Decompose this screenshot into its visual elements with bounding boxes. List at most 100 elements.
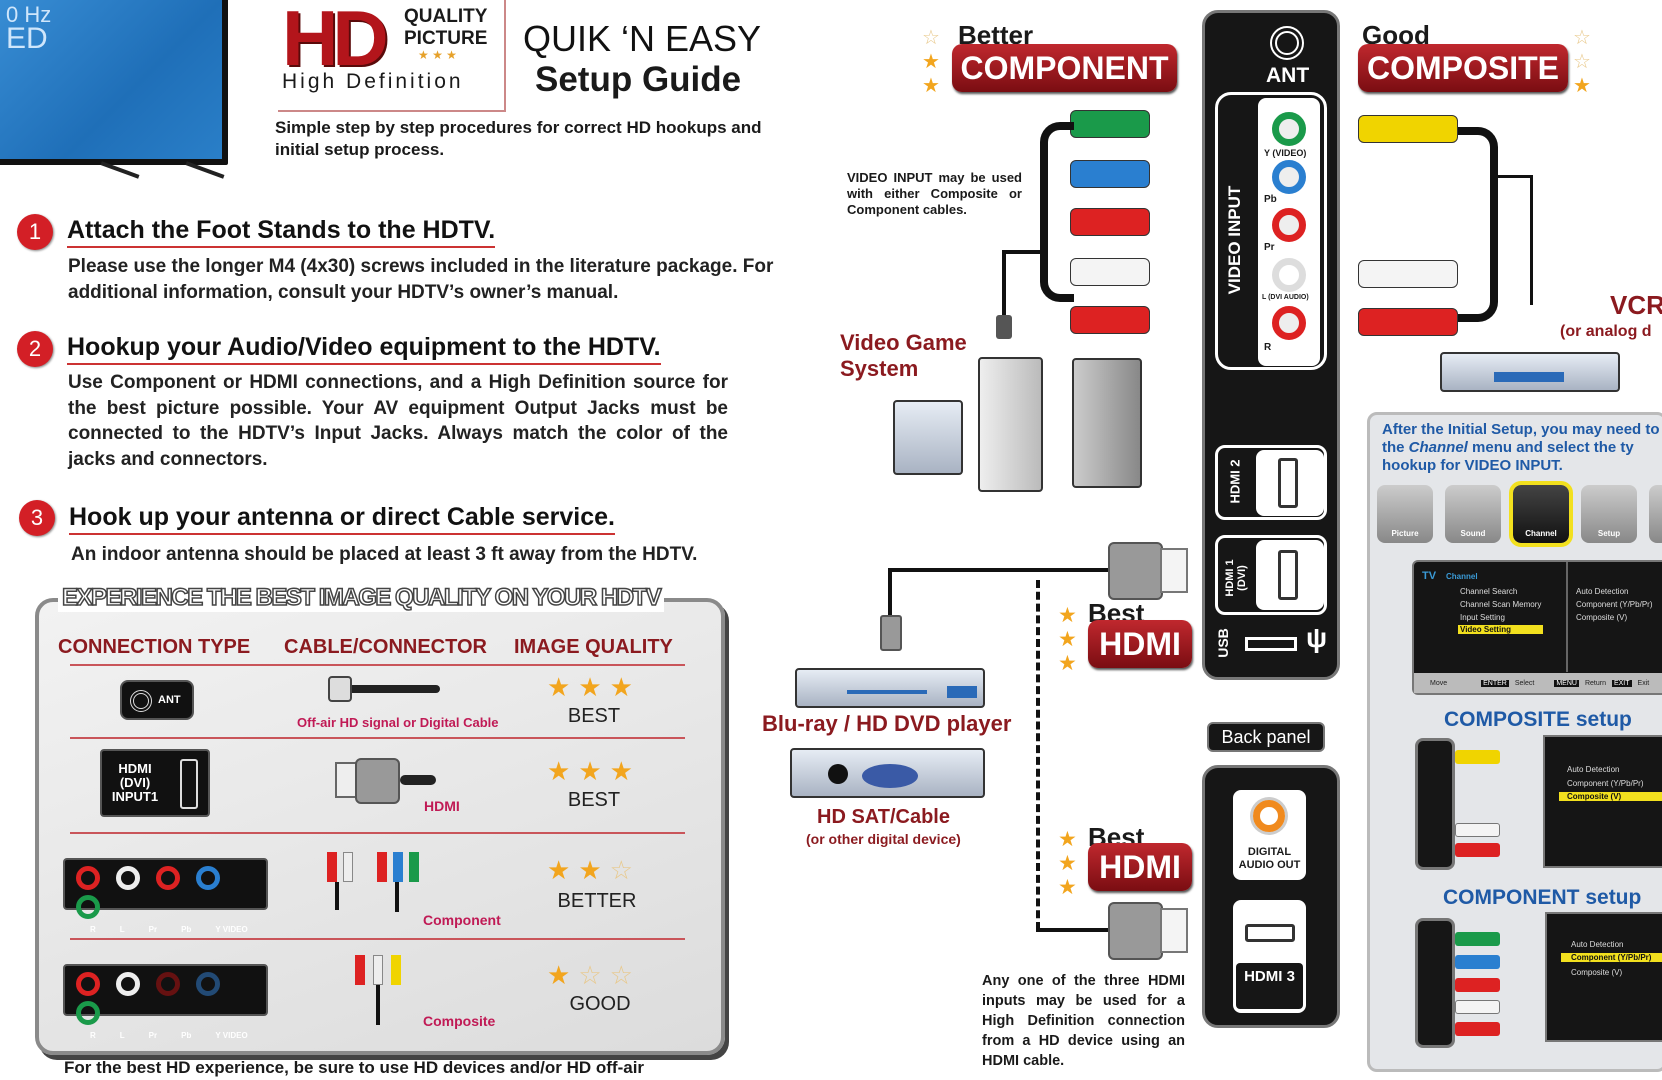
footer-text: Move bbox=[1430, 679, 1448, 687]
menu-option[interactable]: Auto Detection bbox=[1576, 587, 1629, 596]
menu-icon-picture[interactable]: Picture bbox=[1377, 485, 1433, 543]
quality-label: BEST bbox=[567, 789, 621, 811]
menu-option-selected[interactable]: Component (Y/Pb/Pr) bbox=[1561, 953, 1662, 962]
sat-box-icon bbox=[790, 748, 985, 798]
rating-stars: ☆★★ bbox=[922, 27, 940, 97]
menu-section: Channel bbox=[1446, 572, 1478, 581]
title-line1: QUIK ‘N EASY bbox=[523, 18, 762, 59]
quality-label: GOOD bbox=[569, 993, 631, 1015]
jack-label: R bbox=[90, 925, 96, 934]
cable-caption: Off-air HD signal or Digital Cable bbox=[297, 715, 499, 730]
menu-item[interactable]: Input Setting bbox=[1460, 613, 1505, 622]
menu-icon-channel[interactable]: Channel bbox=[1509, 481, 1573, 547]
step-body: Please use the longer M4 (4x30) screws i… bbox=[68, 256, 774, 303]
menu-option[interactable]: Component (Y/Pb/Pr) bbox=[1576, 600, 1653, 609]
menu-icon-more[interactable] bbox=[1649, 485, 1662, 543]
composite-setup-heading: COMPOSITE setup bbox=[1444, 708, 1632, 731]
jack-r bbox=[76, 972, 100, 996]
menu-option-selected[interactable]: Composite (V) bbox=[1559, 792, 1662, 801]
jack-y[interactable] bbox=[1272, 112, 1306, 146]
hdmi1-label: HDMI 1 (DVI) bbox=[1224, 559, 1248, 597]
hdmi-plug-icon bbox=[1108, 902, 1163, 960]
jack-r[interactable] bbox=[1272, 306, 1306, 340]
row-type: HDMI (DVI) INPUT1 bbox=[111, 761, 159, 804]
digital-audio-label: DIGITAL AUDIO OUT bbox=[1238, 846, 1301, 871]
jack-r bbox=[76, 866, 100, 890]
rating-stars: ★★★ bbox=[547, 756, 641, 786]
video-game-label: Video Game System bbox=[840, 330, 967, 381]
menu-option[interactable]: Component (Y/Pb/Pr) bbox=[1567, 779, 1644, 788]
title-line2: Setup Guide bbox=[535, 60, 742, 99]
ant-jack-icon[interactable] bbox=[1270, 26, 1304, 60]
usb-port[interactable] bbox=[1245, 637, 1297, 651]
jack-l bbox=[116, 972, 140, 996]
step-body: An indoor antenna should be placed at le… bbox=[71, 544, 698, 565]
hdmi3-label: HDMI 3 bbox=[1236, 963, 1303, 1009]
rating-stars: ☆☆★ bbox=[1573, 27, 1591, 97]
jack-pb bbox=[196, 866, 220, 890]
hdmi-plug-tip bbox=[1160, 548, 1188, 593]
setup-intro-text: the bbox=[1382, 439, 1409, 456]
footer-text: Select bbox=[1514, 679, 1535, 687]
jack-l[interactable] bbox=[1272, 258, 1306, 292]
hdmi-plug-icon bbox=[880, 615, 902, 651]
menu-item[interactable]: Channel Search bbox=[1460, 587, 1518, 596]
setup-intro-line: After the Initial Setup, you may need to bbox=[1382, 421, 1660, 438]
rating-stars: ★★★ bbox=[547, 672, 641, 702]
quality-label: BEST bbox=[567, 705, 621, 727]
step-title: Attach the Foot Stands to the HDTV. bbox=[67, 216, 496, 248]
dashed-separator bbox=[1036, 580, 1040, 930]
usb-icon: ψ bbox=[1306, 622, 1328, 653]
hdmi2-port[interactable]: HDMI 2 bbox=[1215, 445, 1327, 520]
optical-jack-icon bbox=[1253, 800, 1285, 832]
red-plug bbox=[1455, 978, 1500, 992]
hdmi1-port[interactable]: HDMI 1 (DVI) bbox=[1215, 535, 1327, 615]
tv-badge: 0 Hz bbox=[6, 2, 52, 27]
menu-icon-sound[interactable]: Sound bbox=[1445, 485, 1501, 543]
menu-option[interactable]: Composite (V) bbox=[1571, 968, 1623, 977]
menu-option[interactable]: Auto Detection bbox=[1567, 765, 1620, 774]
video-input-note: VIDEO INPUT may be used with either Comp… bbox=[847, 170, 1022, 217]
red-plug bbox=[1455, 843, 1500, 857]
hdmi-note: Any one of the three HDMI inputs may be … bbox=[982, 973, 1185, 1069]
hdmi3-port[interactable]: HDMI 3 bbox=[1233, 900, 1306, 1013]
menu-option[interactable]: Auto Detection bbox=[1571, 940, 1624, 949]
av-plug-icon bbox=[996, 315, 1012, 339]
hd-logo: HD QUALITY PICTURE ★ ★ ★ High Definition bbox=[278, 0, 506, 112]
step-number: 2 bbox=[17, 331, 53, 367]
jack-pr bbox=[156, 866, 180, 890]
ant-jack: ANT bbox=[120, 680, 194, 720]
setup-intro-em: Channel bbox=[1408, 439, 1468, 456]
composite-jack-diagram bbox=[1415, 738, 1455, 870]
cable-caption: Component bbox=[423, 912, 501, 928]
rca-jack-panel: Y (VIDEO) Pb Pr L (DVI AUDIO) R bbox=[1258, 98, 1320, 366]
hdmi-port-icon bbox=[1278, 458, 1298, 508]
jack-label: R bbox=[90, 1031, 96, 1040]
yellow-plug bbox=[1455, 750, 1500, 764]
jack-pr[interactable] bbox=[1272, 208, 1306, 242]
jack-label: Pr bbox=[148, 1031, 158, 1040]
footer-text: Return bbox=[1584, 679, 1606, 687]
digital-audio-out-port[interactable]: DIGITAL AUDIO OUT bbox=[1233, 790, 1306, 880]
component-jack-diagram bbox=[1415, 918, 1455, 1048]
menu-icon-setup[interactable]: Setup bbox=[1581, 485, 1637, 543]
jack-label: Y (VIDEO) bbox=[1264, 148, 1307, 158]
hdmi-plug-tip bbox=[1160, 908, 1188, 953]
key-badge: EXIT bbox=[1611, 679, 1632, 687]
logo-stars: ★ ★ ★ bbox=[418, 48, 457, 62]
blue-plug bbox=[1455, 955, 1500, 969]
game-cable bbox=[1002, 250, 1042, 254]
divider bbox=[70, 938, 685, 940]
back-panel-label: Back panel bbox=[1207, 722, 1325, 752]
vcr-label: VCR bbox=[1610, 290, 1662, 320]
jack-pb[interactable] bbox=[1272, 160, 1306, 194]
coax-cable-icon bbox=[330, 685, 440, 693]
hdmi-badge: HDMI bbox=[1088, 843, 1192, 891]
console-ps3-icon bbox=[1072, 358, 1142, 488]
step-number: 3 bbox=[19, 500, 55, 536]
menu-item-selected[interactable]: Video Setting bbox=[1458, 625, 1543, 634]
menu-item[interactable]: Channel Scan Memory bbox=[1460, 600, 1542, 609]
menu-option[interactable]: Composite (V) bbox=[1576, 613, 1628, 622]
